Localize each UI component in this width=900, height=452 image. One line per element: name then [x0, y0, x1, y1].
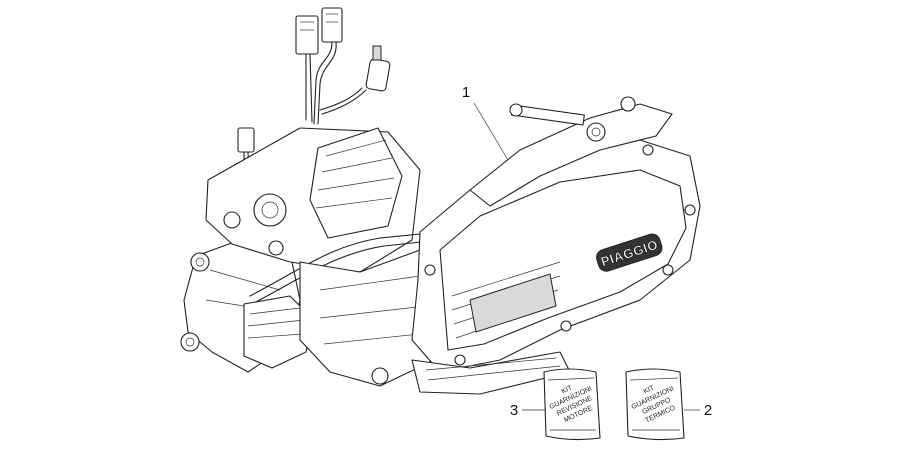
- oil-filter-housing: [243, 295, 313, 369]
- callout-3: 3: [510, 402, 546, 419]
- engine-assembly: PIAGGIO: [180, 7, 701, 395]
- airbox-cover: [309, 127, 403, 239]
- callout-1: 1: [462, 84, 509, 161]
- kit-right-line-1: KIT: [643, 384, 656, 395]
- callout-label-2: 2: [704, 402, 712, 419]
- callout-label-3: 3: [510, 402, 518, 419]
- callout-label-1: 1: [462, 84, 470, 101]
- callout-2: 2: [684, 402, 712, 419]
- wiring-harness: [237, 7, 391, 199]
- gasket-kit-left: KIT GUARNIZIONI REVISIONE MOTORE: [543, 368, 601, 441]
- brand-logo-badge: PIAGGIO: [596, 233, 663, 272]
- gasket-kit-right: KIT GUARNIZIONI GRUPPO TERMICO: [625, 368, 685, 441]
- upper-arm: [469, 103, 673, 207]
- cvt-cover: [411, 139, 701, 373]
- kit-left-line-1: KIT: [561, 384, 574, 395]
- drive-shaft: [511, 104, 585, 126]
